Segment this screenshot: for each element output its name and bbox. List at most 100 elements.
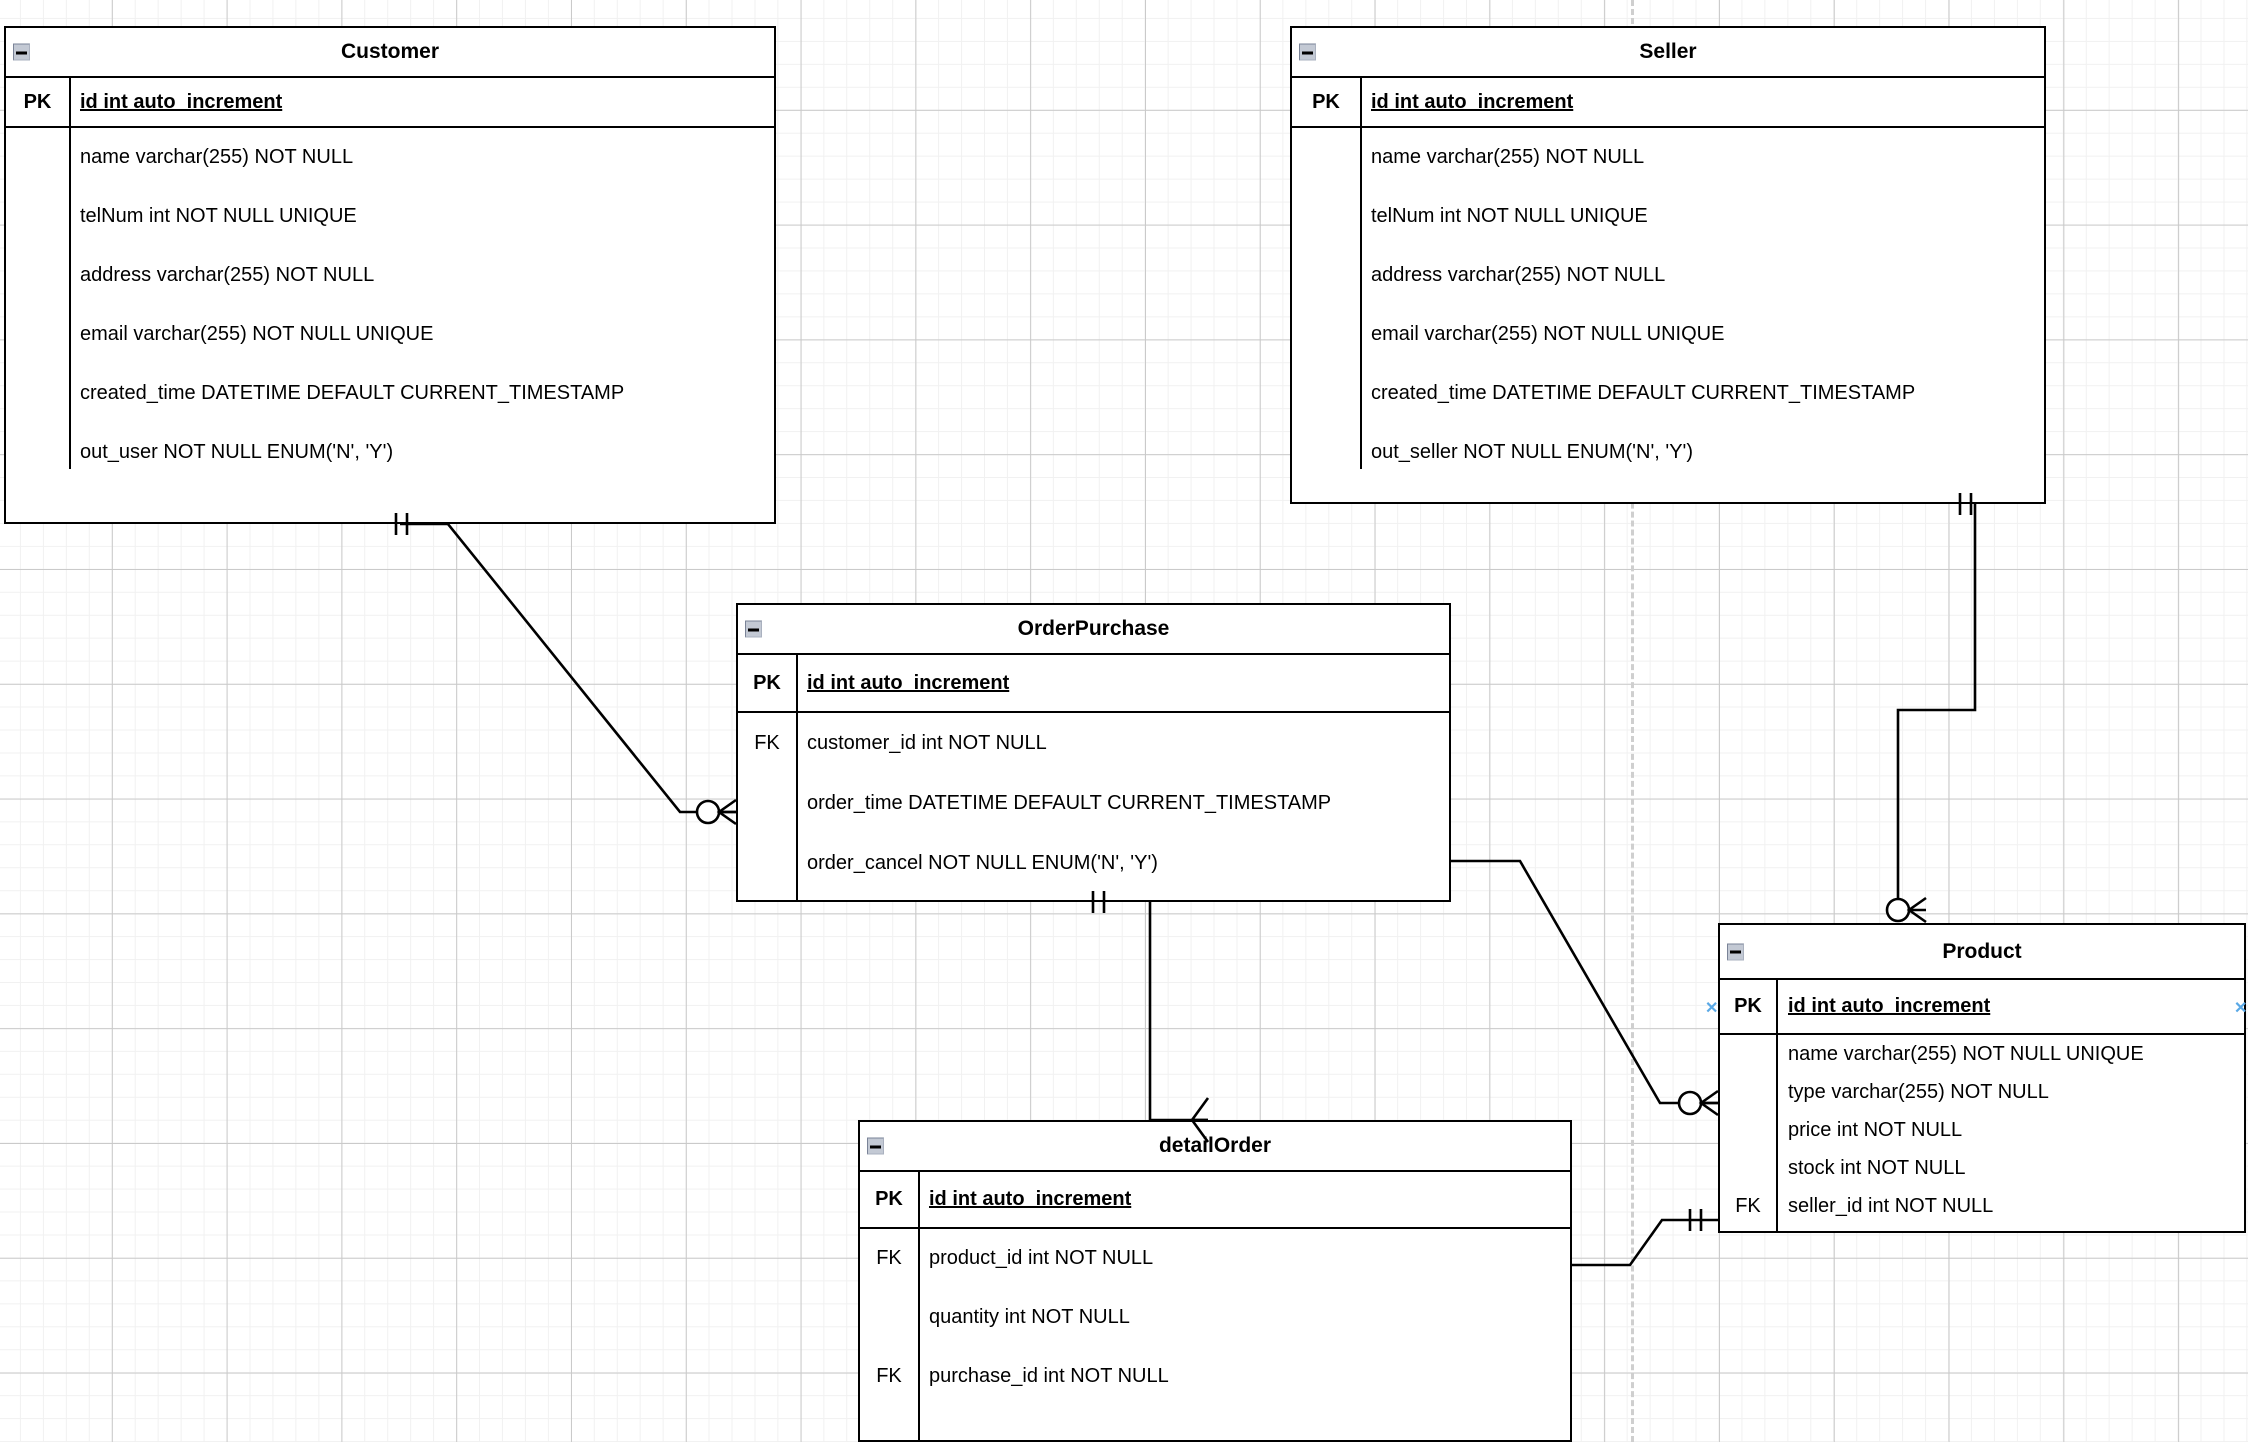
attribute-row[interactable]: address varchar(255) NOT NULL xyxy=(1292,246,2044,305)
attribute-row[interactable]: address varchar(255) NOT NULL xyxy=(6,246,774,305)
attribute-row[interactable]: name varchar(255) NOT NULL xyxy=(1292,128,2044,187)
attribute-row[interactable]: price int NOT NULL xyxy=(1720,1111,2244,1149)
entity-seller-pk-row[interactable]: PK id int auto_increment xyxy=(1292,78,2044,128)
attribute-name: customer_id int NOT NULL xyxy=(807,731,1047,754)
column-divider xyxy=(1776,1035,1778,1231)
entity-customer-name: Customer xyxy=(340,40,440,63)
attribute-row[interactable]: FK purchase_id int NOT NULL xyxy=(860,1347,1570,1406)
minus-icon[interactable] xyxy=(745,620,762,638)
entity-seller-titlebar[interactable]: Seller xyxy=(1292,28,2044,78)
entity-detailorder-pk-row[interactable]: PK id int auto_increment xyxy=(860,1172,1570,1229)
entity-customer-attributes: name varchar(255) NOT NULL telNum int NO… xyxy=(6,128,774,522)
entity-customer-pk-attribute: id int auto_increment xyxy=(80,90,283,113)
entity-detailorder[interactable]: detailOrder PK id int auto_increment FK … xyxy=(858,1120,1572,1442)
page-break-guide xyxy=(1631,0,1634,1442)
attribute-row[interactable]: email varchar(255) NOT NULL UNIQUE xyxy=(1292,305,2044,364)
attribute-name: stock int NOT NULL xyxy=(1788,1156,1966,1179)
entity-detailorder-pk-label: PK xyxy=(875,1188,903,1210)
entity-seller-attributes: name varchar(255) NOT NULL telNum int NO… xyxy=(1292,128,2044,502)
entity-orderpurchase-pk-label: PK xyxy=(753,671,781,694)
entity-product-name: Product xyxy=(1942,939,2022,963)
attribute-row[interactable]: stock int NOT NULL xyxy=(1720,1149,2244,1187)
entity-detailorder-name: detailOrder xyxy=(1158,1134,1272,1157)
entity-product-pk-row[interactable]: PK id int auto_increment xyxy=(1720,980,2244,1035)
attribute-name: out_seller NOT NULL ENUM('N', 'Y') xyxy=(1371,441,1694,463)
attribute-name: price int NOT NULL xyxy=(1788,1118,1963,1141)
attribute-row[interactable]: quantity int NOT NULL xyxy=(860,1288,1570,1347)
entity-orderpurchase-pk-attribute: id int auto_increment xyxy=(807,671,1010,694)
column-divider xyxy=(918,1229,920,1440)
attribute-name: telNum int NOT NULL UNIQUE xyxy=(1371,205,1648,227)
attribute-name: out_user NOT NULL ENUM('N', 'Y') xyxy=(80,441,394,463)
attribute-key: FK xyxy=(754,731,780,754)
attribute-row[interactable]: out_user NOT NULL ENUM('N', 'Y') xyxy=(6,423,774,482)
entity-customer-titlebar[interactable]: Customer xyxy=(6,28,774,78)
column-divider xyxy=(918,1172,920,1227)
attribute-name: order_time DATETIME DEFAULT CURRENT_TIME… xyxy=(807,791,1332,814)
attribute-name: product_id int NOT NULL xyxy=(929,1247,1154,1269)
attribute-name: type varchar(255) NOT NULL xyxy=(1788,1080,2049,1103)
attribute-row[interactable]: FK product_id int NOT NULL xyxy=(860,1229,1570,1288)
entity-product-pk-attribute: id int auto_increment xyxy=(1788,995,1991,1017)
attribute-row[interactable]: type varchar(255) NOT NULL xyxy=(1720,1073,2244,1111)
entity-customer-pk-label: PK xyxy=(23,90,52,113)
attribute-name: seller_id int NOT NULL xyxy=(1788,1194,1994,1217)
column-divider xyxy=(69,78,71,126)
resize-handle-left[interactable]: ✕ xyxy=(1705,1000,1719,1017)
entity-product[interactable]: Product PK id int auto_increment name va… xyxy=(1718,923,2246,1233)
attribute-name: purchase_id int NOT NULL xyxy=(929,1365,1169,1387)
attribute-name: name varchar(255) NOT NULL UNIQUE xyxy=(1788,1042,2144,1065)
attribute-name: name varchar(255) NOT NULL xyxy=(80,146,354,168)
attribute-name: telNum int NOT NULL UNIQUE xyxy=(80,205,357,227)
entity-product-titlebar[interactable]: Product xyxy=(1720,925,2244,980)
entity-product-attributes: name varchar(255) NOT NULL UNIQUE type v… xyxy=(1720,1035,2244,1231)
attribute-row[interactable]: out_seller NOT NULL ENUM('N', 'Y') xyxy=(1292,423,2044,482)
attribute-row[interactable]: name varchar(255) NOT NULL UNIQUE xyxy=(1720,1035,2244,1073)
attribute-key: FK xyxy=(876,1247,902,1269)
entity-seller-name: Seller xyxy=(1639,40,1697,63)
attribute-row[interactable]: name varchar(255) NOT NULL xyxy=(6,128,774,187)
attribute-row[interactable]: email varchar(255) NOT NULL UNIQUE xyxy=(6,305,774,364)
attribute-row[interactable]: created_time DATETIME DEFAULT CURRENT_TI… xyxy=(1292,364,2044,423)
entity-seller[interactable]: Seller PK id int auto_increment name var… xyxy=(1290,26,2046,504)
attribute-name: order_cancel NOT NULL ENUM('N', 'Y') xyxy=(807,851,1158,874)
column-divider xyxy=(1360,128,1362,469)
attribute-row[interactable]: telNum int NOT NULL UNIQUE xyxy=(1292,187,2044,246)
entity-orderpurchase-pk-row[interactable]: PK id int auto_increment xyxy=(738,655,1449,713)
relationship-customer-orderpurchase[interactable] xyxy=(394,513,737,826)
attribute-name: created_time DATETIME DEFAULT CURRENT_TI… xyxy=(80,382,625,404)
relationship-orderpurchase-product[interactable] xyxy=(1451,859,1719,1117)
attribute-row[interactable]: order_cancel NOT NULL ENUM('N', 'Y') xyxy=(738,833,1449,893)
minus-icon[interactable] xyxy=(867,1137,884,1155)
entity-orderpurchase-titlebar[interactable]: OrderPurchase xyxy=(738,605,1449,655)
relationship-seller-product[interactable] xyxy=(1885,493,1977,924)
column-divider xyxy=(69,128,71,469)
attribute-name: address varchar(255) NOT NULL xyxy=(80,264,375,286)
entity-detailorder-attributes: FK product_id int NOT NULL quantity int … xyxy=(860,1229,1570,1440)
column-divider xyxy=(1360,78,1362,126)
entity-orderpurchase-name: OrderPurchase xyxy=(1017,617,1170,640)
relationship-orderpurchase-detailorder[interactable] xyxy=(1091,891,1210,1143)
attribute-row[interactable]: telNum int NOT NULL UNIQUE xyxy=(6,187,774,246)
entity-seller-pk-attribute: id int auto_increment xyxy=(1371,90,1574,113)
attribute-name: email varchar(255) NOT NULL UNIQUE xyxy=(1371,323,1725,345)
attribute-row[interactable]: FK seller_id int NOT NULL xyxy=(1720,1187,2244,1225)
attribute-name: name varchar(255) NOT NULL xyxy=(1371,146,1645,168)
relationship-detailorder-product[interactable] xyxy=(1572,1209,1718,1267)
entity-orderpurchase[interactable]: OrderPurchase PK id int auto_increment F… xyxy=(736,603,1451,902)
entity-detailorder-titlebar[interactable]: detailOrder xyxy=(860,1122,1570,1172)
minus-icon[interactable] xyxy=(13,43,30,61)
attribute-name: quantity int NOT NULL xyxy=(929,1306,1130,1328)
entity-product-pk-label: PK xyxy=(1734,995,1762,1017)
attribute-row[interactable]: order_time DATETIME DEFAULT CURRENT_TIME… xyxy=(738,773,1449,833)
entity-customer-pk-row[interactable]: PK id int auto_increment xyxy=(6,78,774,128)
column-divider xyxy=(1776,980,1778,1033)
attribute-name: created_time DATETIME DEFAULT CURRENT_TI… xyxy=(1371,382,1916,404)
attribute-row[interactable]: FK customer_id int NOT NULL xyxy=(738,713,1449,773)
entity-orderpurchase-attributes: FK customer_id int NOT NULL order_time D… xyxy=(738,713,1449,900)
entity-customer[interactable]: Customer PK id int auto_increment name v… xyxy=(4,26,776,524)
minus-icon[interactable] xyxy=(1727,943,1744,960)
minus-icon[interactable] xyxy=(1299,43,1316,61)
attribute-row[interactable]: created_time DATETIME DEFAULT CURRENT_TI… xyxy=(6,364,774,423)
